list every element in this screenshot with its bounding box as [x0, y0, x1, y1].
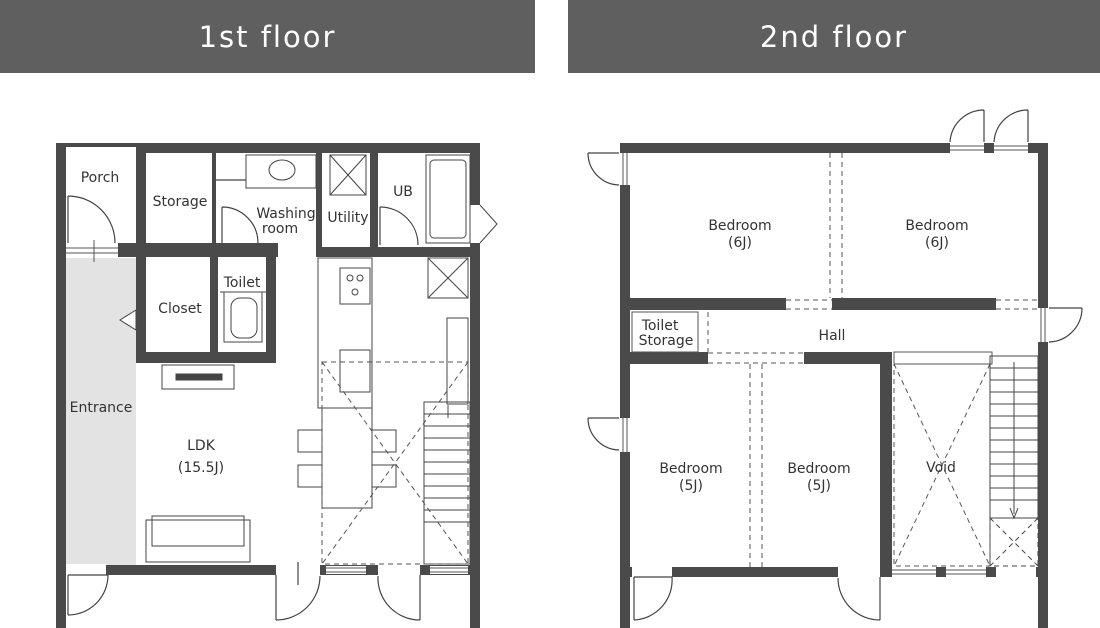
floor-1-door-swings	[67, 179, 421, 621]
room-label-bedroom-b: Bedroom	[905, 218, 968, 234]
ldk-door-right-icon	[377, 575, 421, 621]
entrance-door-icon	[67, 574, 109, 616]
room-label-toilet-2f: Toilet	[641, 318, 679, 334]
room-label-entrance: Entrance	[70, 400, 133, 416]
floor-2-door-swings	[587, 109, 1083, 621]
floor-1-plan: Porch Storage Washing room Utility UB To…	[56, 143, 498, 628]
room-label-washing: Washing	[256, 206, 315, 222]
entrance-marker-icon	[119, 309, 137, 331]
floor-2-title: 2nd floor	[568, 0, 1100, 73]
wash-basin-icon	[245, 154, 317, 189]
floor-2-stairs	[989, 355, 1039, 567]
floor-2-plan: Bedroom (6J) Bedroom (6J) Toilet Storage…	[587, 109, 1083, 628]
room-label-bedroom-c: Bedroom	[659, 461, 722, 477]
entrance-floor	[66, 258, 136, 568]
room-label-void: Void	[926, 460, 956, 476]
bedroom-d-door-icon	[837, 577, 881, 621]
floor-1-fixtures	[119, 154, 498, 563]
floor-2-openings	[619, 142, 1049, 578]
room-label-storage: Storage	[153, 194, 208, 210]
stair-arrow-icon	[1009, 507, 1019, 520]
toilet-fixture-icon	[223, 291, 263, 343]
floor-1-window-lines	[66, 240, 468, 573]
floor-2-walls	[620, 143, 1048, 628]
floor-2-window-lines	[622, 145, 1046, 575]
floor-1-title: 1st floor	[0, 0, 535, 73]
floor-2-void	[893, 351, 993, 567]
tv-unit-icon	[161, 364, 235, 390]
room-label-toilet: Toilet	[223, 275, 261, 291]
floor-2-dashed-partitions	[697, 153, 1038, 567]
ldk-door-left-icon	[275, 575, 321, 621]
ub-window-icon	[479, 204, 498, 244]
room-label-bedroom-c-size: (5J)	[679, 478, 703, 494]
ub-door-icon	[379, 206, 419, 246]
room-label-bedroom-a-size: (6J)	[728, 235, 752, 251]
balcony-door-right-icon	[993, 109, 1029, 143]
floor-1-walls	[56, 143, 480, 628]
sink-icon	[339, 349, 371, 393]
fridge-icon	[427, 257, 469, 299]
floor-1-stairs	[423, 401, 471, 565]
room-label-utility: Utility	[327, 210, 368, 226]
bedroom-window-swing-icon	[587, 417, 620, 451]
hall-window-swing-icon	[1048, 307, 1083, 343]
room-label-washing-room: room	[262, 221, 298, 237]
kitchen-counter-icon	[317, 257, 373, 409]
bedroom-c-door-icon	[633, 576, 673, 621]
room-label-porch: Porch	[81, 170, 120, 186]
balcony-door-left-icon	[949, 109, 985, 143]
room-label-bedroom-d-size: (5J)	[807, 478, 831, 494]
room-label-bedroom-b-size: (6J)	[925, 235, 949, 251]
floor-1-void-outline	[321, 361, 469, 565]
dining-table-icon	[321, 407, 373, 509]
room-label-closet: Closet	[158, 301, 202, 317]
washing-door-icon	[221, 206, 259, 244]
bathtub-icon	[425, 154, 471, 244]
window-swing-icon	[587, 152, 620, 186]
room-label-storage-2f: Storage	[639, 333, 694, 349]
room-label-ub: UB	[393, 184, 413, 200]
room-label-bedroom-d: Bedroom	[787, 461, 850, 477]
room-label-ldk-size: (15.5J)	[178, 460, 224, 476]
porch-door-icon	[67, 195, 116, 244]
room-label-hall: Hall	[819, 328, 846, 344]
sofa-icon	[145, 519, 251, 563]
room-label-bedroom-a: Bedroom	[708, 218, 771, 234]
room-label-ldk: LDK	[187, 438, 216, 454]
utility-unit-icon	[329, 154, 367, 196]
stove-icon	[339, 267, 371, 305]
